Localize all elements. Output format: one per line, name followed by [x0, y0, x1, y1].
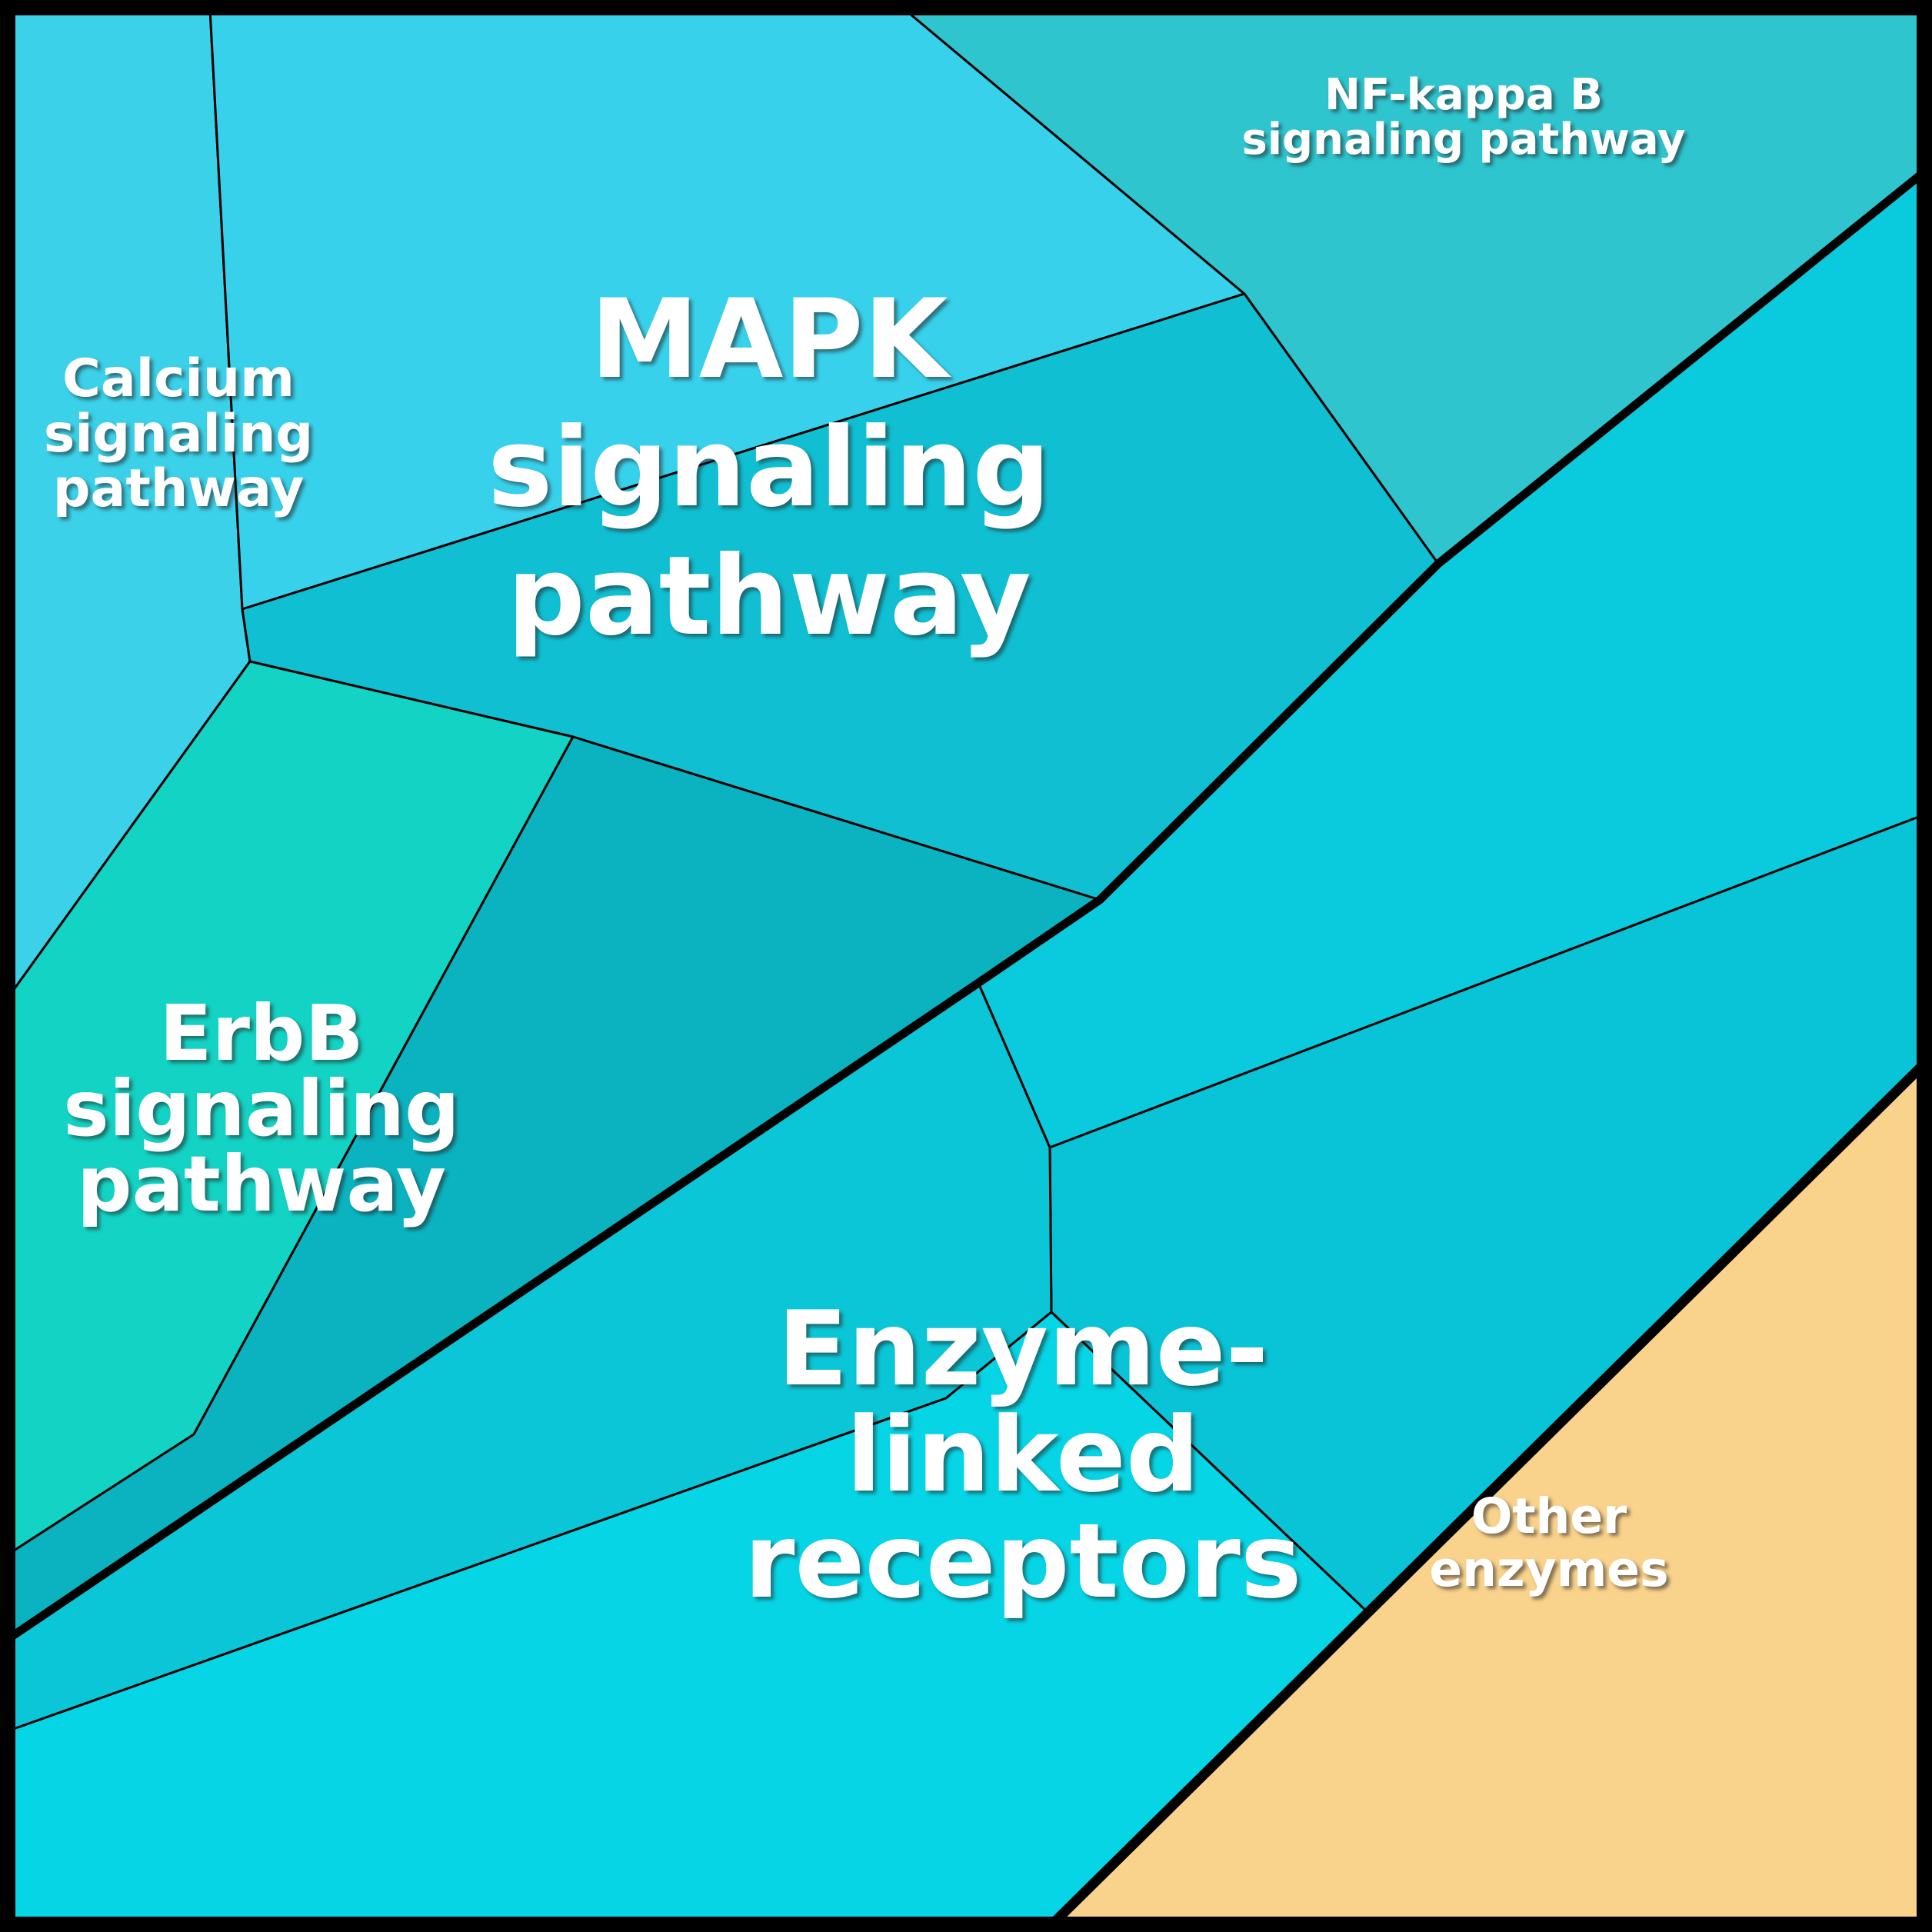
main-diagonal-boundary	[5, 168, 1927, 1643]
label-enzyme-line-1: linked	[846, 1395, 1200, 1515]
label-calcium-line-1: signaling	[44, 404, 313, 465]
label-enzyme-line-2: receptors	[744, 1501, 1301, 1621]
label-calcium-line-0: Calcium	[62, 348, 295, 409]
label-enzyme-line-0: Enzyme-	[778, 1289, 1268, 1409]
label-erbb-line-1: signaling	[63, 1064, 459, 1154]
label-mapk-line-0: MAPK	[590, 276, 951, 403]
label-calcium-line-2: pathway	[53, 458, 304, 519]
label-other-line-0: Other	[1471, 1488, 1627, 1544]
label-other-line-1: enzymes	[1429, 1541, 1668, 1597]
label-nf-line-0: NF-kappa B	[1324, 70, 1603, 120]
label-mapk-line-1: signaling	[488, 405, 1051, 531]
other-enzymes-boundary	[1048, 1060, 1928, 1928]
label-mapk-line-2: pathway	[507, 533, 1031, 660]
label-nf-line-1: signaling pathway	[1242, 115, 1686, 165]
label-erbb-line-2: pathway	[77, 1139, 446, 1229]
label-erbb-line-0: ErbB	[159, 988, 363, 1078]
